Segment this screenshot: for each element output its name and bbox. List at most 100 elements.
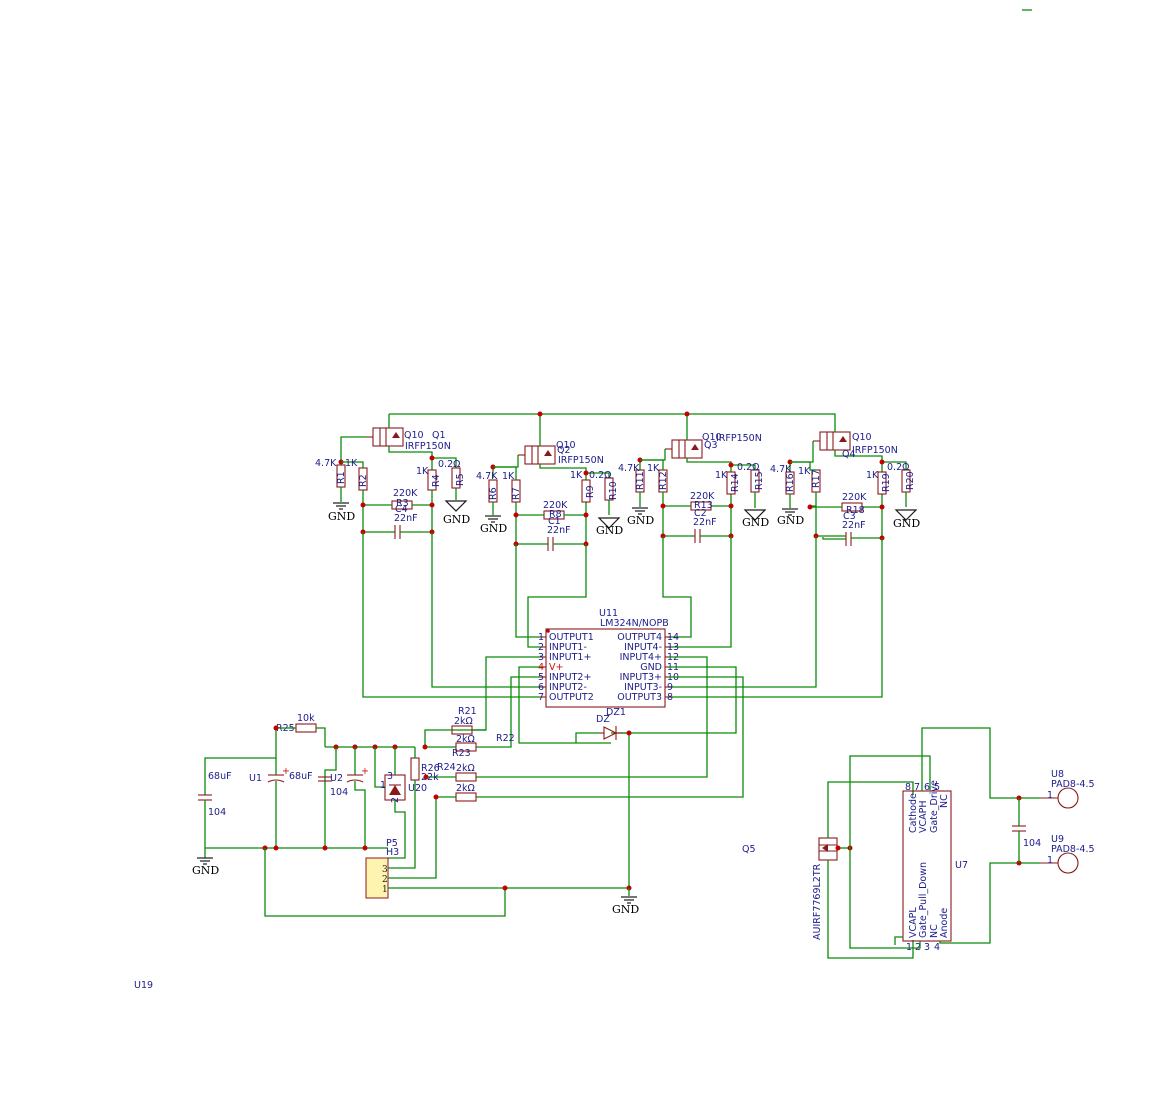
label-r8: R8 <box>549 509 562 520</box>
label-r21: R21 <box>458 706 477 717</box>
lm324-pin-name-14: OUTPUT4 <box>617 632 662 643</box>
label-auirf: AUIRF7769L2TR <box>812 863 823 940</box>
svg-text:2: 2 <box>390 797 401 803</box>
label-c4-value: 22nF <box>394 513 418 524</box>
label-q5: Q5 <box>742 844 756 855</box>
label-r8-value: 220K <box>543 500 568 511</box>
u7-pinnum-5: 5 <box>934 782 940 793</box>
label-gnd-10: GND <box>612 903 639 916</box>
u7-pinnum-6: 6 <box>924 782 930 793</box>
label-r25-value: 10k <box>297 713 315 724</box>
label-r1-value: 4.7K <box>315 458 337 469</box>
label-r13: R13 <box>694 500 713 511</box>
u7-pinnum-7: 7 <box>914 782 920 793</box>
label-r22: R22 <box>496 733 515 744</box>
label-r10: R10 <box>608 481 619 500</box>
label-r15-value: 0.2Ω <box>737 462 759 473</box>
label-u2: U2 <box>330 773 343 784</box>
label-gnd-3: GND <box>480 522 507 535</box>
label-r24: R24 <box>437 762 456 773</box>
u9-pin-1: 1 <box>1047 855 1053 866</box>
lm324-pin-name-10: INPUT3+ <box>620 672 662 683</box>
label-gnd-6: GND <box>742 516 769 529</box>
label-c-68uf-b: 68uF <box>289 771 313 782</box>
label-r4-value: 1K <box>416 466 429 477</box>
label-u11-value: LM324N/NOPB <box>600 618 669 629</box>
pad-u8 <box>1057 787 1079 809</box>
label-r20-value: 0.2Ω <box>887 462 909 473</box>
lm324-pin-name-4: V+ <box>549 662 563 673</box>
label-u8-value: PAD8-4.5 <box>1051 779 1095 790</box>
lm324-pin-num-4: 4 <box>538 662 544 673</box>
label-q4: Q4 <box>842 449 856 460</box>
label-r18: R18 <box>846 505 865 516</box>
u7-pin-nc-top: NC <box>939 794 950 808</box>
svg-text:+: + <box>361 766 369 777</box>
connector-pin-3: 3 <box>382 865 388 875</box>
label-c4: C4 <box>395 504 408 515</box>
label-gnd-4: GND <box>596 524 623 537</box>
label-r6: R6 <box>488 487 499 500</box>
label-r11-value: 4.7K <box>618 463 640 474</box>
lm324-pin-name-1: OUTPUT1 <box>549 632 594 643</box>
u7-pin-gate-drive: Gate_Drive <box>929 780 940 833</box>
label-p5: P5 <box>386 838 398 849</box>
label-c1-value: 22nF <box>547 525 571 536</box>
gnd-symbol-9 <box>197 857 213 865</box>
label-r13-value: 220K <box>690 491 715 502</box>
mosfet-q1 <box>366 427 404 447</box>
label-c1: C1 <box>548 516 561 527</box>
label-c2: C2 <box>694 508 707 519</box>
label-q10d: Q10 <box>852 432 872 443</box>
gnd-symbol-1 <box>333 502 349 510</box>
label-r26: R26 <box>421 763 440 774</box>
u7-pinnum-4: 4 <box>934 942 940 953</box>
u7-pin-nc-bottom: NC <box>929 924 940 938</box>
label-q10b: Q10 <box>556 440 576 451</box>
label-r1: R1 <box>336 471 347 484</box>
zener-dz1: DZ1 DZ <box>575 707 632 888</box>
lm324-pin-num-8: 8 <box>667 692 673 703</box>
label-r12-value: 1K <box>647 463 660 474</box>
stage-2: Q10 Q2 IRFP150N 4.7K R6 1K R7 GND 220K R… <box>476 440 623 648</box>
connector-p5: P5 H3 3 2 1 GND <box>365 838 639 916</box>
lm324-pin-name-8: OUTPUT3 <box>617 692 662 703</box>
label-r14: R14 <box>730 473 741 492</box>
lm324-pin-name-6: INPUT2- <box>549 682 587 693</box>
label-gnd-8: GND <box>893 517 920 530</box>
label-q3: Q3 <box>704 440 718 451</box>
svg-text:3: 3 <box>387 771 393 782</box>
label-c3-value: 22nF <box>842 520 866 531</box>
u7-pin-anode: Anode <box>939 908 950 938</box>
label-r19: R19 <box>881 473 892 492</box>
lm324-pin-name-3: INPUT1+ <box>549 652 591 663</box>
label-r17-value: 1K <box>798 466 811 477</box>
label-u19: U19 <box>134 980 153 991</box>
svg-text:1: 1 <box>380 780 386 791</box>
supply-rail <box>388 411 836 440</box>
label-q4-value: IRFP150N <box>852 445 898 456</box>
feedback-network: R21 2kΩ 2kΩ R22 R23 2kΩ R24 2kΩ R26 22k <box>388 706 515 879</box>
u7-pin-cathode: Cathode <box>908 793 919 833</box>
driver-u7: U7 Cathode VCAPH Gate_Drive NC VCAPL Gat… <box>849 727 1040 953</box>
gnd-symbol-10 <box>621 896 637 904</box>
u7-pin-vcaph: VCAPH <box>918 800 929 833</box>
connector-pin-2: 2 <box>382 875 388 885</box>
u7-pinnum-8: 8 <box>905 782 911 793</box>
lm324-pin-name-11: GND <box>640 662 662 673</box>
label-r21-value: 2kΩ <box>454 716 473 727</box>
stage-3: Q10 IRFP150N Q3 4.7K R11 1K R12 GND 220K… <box>618 432 769 648</box>
lm324-pin-name-2: INPUT1- <box>549 642 587 653</box>
u8-pin-1: 1 <box>1047 790 1053 801</box>
label-r26-value: 22k <box>421 772 439 783</box>
u7-pin-vcapl: VCAPL <box>908 907 919 938</box>
label-r9-value: 1K <box>570 470 583 481</box>
label-u11: U11 <box>599 608 618 619</box>
mosfet-q3 <box>665 439 703 459</box>
gnd-symbol-5 <box>632 507 648 515</box>
label-r23: R23 <box>452 748 471 759</box>
label-r19-value: 1K <box>866 470 879 481</box>
label-r7: R7 <box>511 487 522 500</box>
label-c-104-c: 104 <box>1023 838 1041 849</box>
